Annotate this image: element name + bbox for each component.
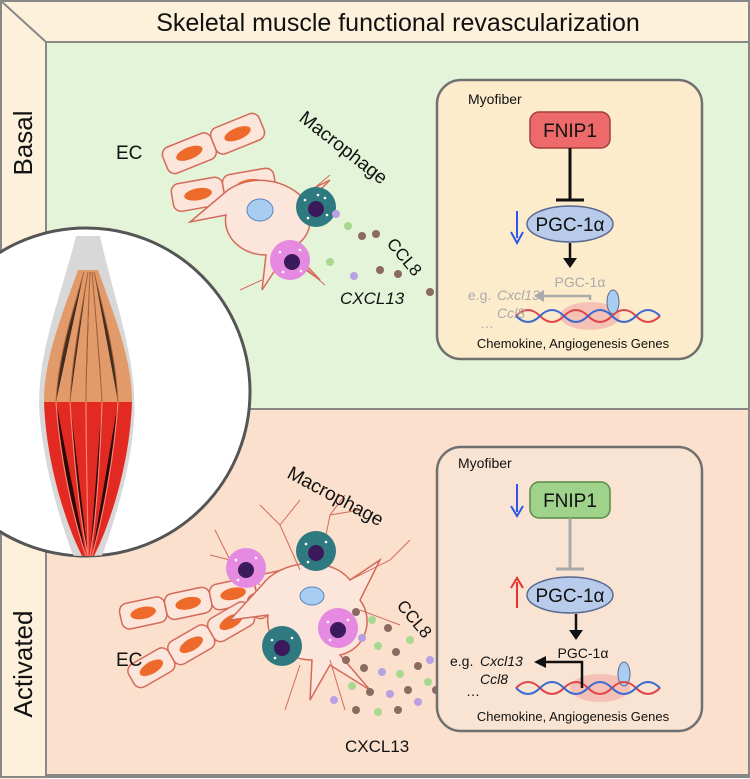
activated-macrophage-green-2 bbox=[262, 626, 302, 666]
basal-gene2: Ccl8 bbox=[497, 305, 525, 321]
activated-ellipsis: … bbox=[466, 683, 480, 699]
activated-activation-arrow bbox=[569, 630, 583, 640]
activated-pgc-small: PGC-1α bbox=[558, 645, 609, 661]
activated-fnip1-label: FNIP1 bbox=[543, 491, 597, 512]
activated-macrophage-pink bbox=[226, 548, 266, 588]
activated-macrophage-pink-2 bbox=[318, 608, 358, 648]
activated-pgc-ellipse bbox=[526, 576, 614, 614]
activated-ec-label: EC bbox=[116, 650, 142, 671]
basal-cxcl13-label: CXCL13 bbox=[340, 289, 405, 308]
basal-gene1: Cxcl13 bbox=[497, 287, 540, 303]
activated-myofiber-box: Myofiber FNIP1 PGC-1α PGC-1α e.g. Cxcl13… bbox=[435, 445, 704, 733]
basal-pgc-small: PGC-1α bbox=[555, 274, 606, 290]
activated-eg-label: e.g. bbox=[450, 653, 473, 669]
activated-gene2: Ccl8 bbox=[480, 671, 508, 687]
basal-dna bbox=[515, 289, 661, 330]
activated-gene1: Cxcl13 bbox=[480, 653, 523, 669]
activated-myofiber-title: Myofiber bbox=[458, 455, 512, 471]
basal-eg-label: e.g. bbox=[468, 287, 491, 303]
basal-ellipsis: … bbox=[480, 315, 494, 331]
muscle-circle bbox=[0, 226, 252, 558]
activated-chemokine-dots bbox=[330, 608, 440, 716]
basal-pgc-ellipse bbox=[526, 205, 614, 243]
basal-activation-arrow bbox=[563, 258, 577, 268]
basal-side-label: Basal bbox=[8, 110, 38, 175]
activated-macrophage-green bbox=[296, 531, 336, 571]
basal-myofiber-title: Myofiber bbox=[468, 91, 522, 107]
basal-fnip1-label: FNIP1 bbox=[543, 121, 597, 142]
activated-pgc-label: PGC-1α bbox=[535, 586, 604, 607]
activated-cxcl13-label: CXCL13 bbox=[345, 737, 409, 756]
title-band bbox=[0, 0, 750, 42]
activated-dna bbox=[515, 661, 661, 702]
basal-pgc-label: PGC-1α bbox=[535, 215, 604, 236]
basal-macrophage-pink bbox=[270, 240, 310, 280]
basal-ec-label: EC bbox=[116, 143, 142, 164]
activated-side-label: Activated bbox=[8, 611, 38, 718]
basal-caption: Chemokine, Angiogenesis Genes bbox=[477, 336, 670, 351]
basal-macrophage-green bbox=[296, 187, 336, 227]
figure-title: Skeletal muscle functional revasculariza… bbox=[156, 9, 640, 37]
basal-myofiber-box: Myofiber FNIP1 PGC-1α PGC-1α e.g. Cxcl13… bbox=[435, 78, 704, 361]
basal-chemokine-dots bbox=[326, 210, 434, 296]
activated-caption: Chemokine, Angiogenesis Genes bbox=[477, 709, 670, 724]
